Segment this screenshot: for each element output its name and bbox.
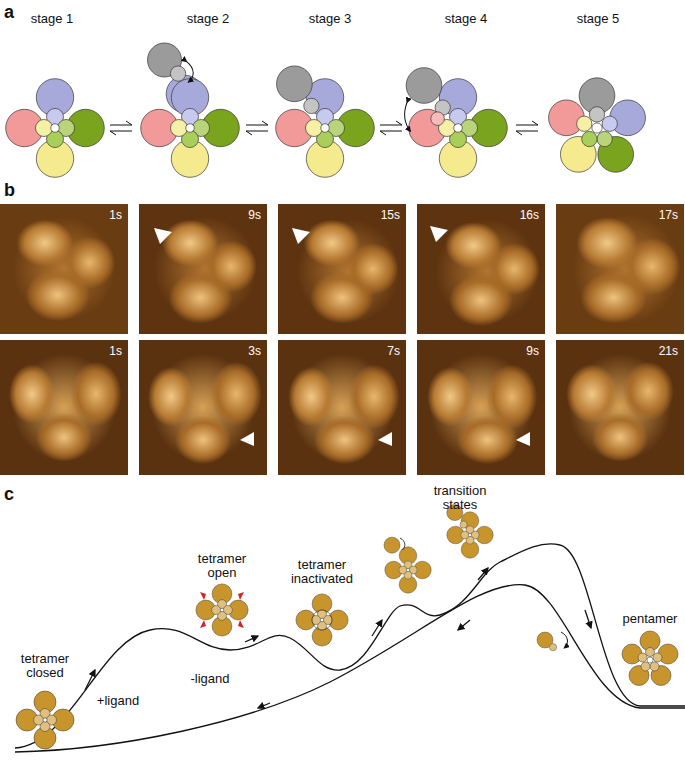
afm-frame: 16s <box>417 204 545 334</box>
red-marks <box>200 592 244 628</box>
annotation-label: tetramer closed <box>10 652 80 680</box>
annotation-label: +ligand <box>88 694 148 708</box>
afm-frame: 15s <box>278 204 406 334</box>
time-stamp: 1s <box>109 344 122 358</box>
annotation-label: stage 2 <box>186 12 230 26</box>
panel-label: c <box>4 484 24 504</box>
afm-frame: 17s <box>556 204 684 334</box>
state-cartoons <box>16 505 678 749</box>
annotation-label: tetramer inactivated <box>282 558 362 586</box>
panel-label: b <box>4 180 24 200</box>
stage-cartoons <box>6 43 646 177</box>
afm-frame: 1s <box>0 340 128 475</box>
annotation-label: stage 3 <box>308 12 352 26</box>
time-stamp: 16s <box>520 208 539 222</box>
panel-label: a <box>4 2 24 22</box>
time-stamp: 1s <box>109 208 122 222</box>
afm-frame: 9s <box>417 340 545 475</box>
annotation-label: transition states <box>420 484 500 512</box>
annotation-label: stage 1 <box>30 12 74 26</box>
annotation-label: -ligand <box>180 672 240 686</box>
time-stamp: 3s <box>248 344 261 358</box>
annotation-label: stage 4 <box>444 12 488 26</box>
afm-frame: 9s <box>139 204 267 334</box>
time-stamp: 9s <box>248 208 261 222</box>
annotation-label: pentamer <box>610 612 685 626</box>
time-stamp: 15s <box>381 208 400 222</box>
time-stamp: 7s <box>387 344 400 358</box>
afm-frame: 1s <box>0 204 128 334</box>
afm-frame: 3s <box>139 340 267 475</box>
time-stamp: 9s <box>526 344 539 358</box>
time-stamp: 21s <box>659 344 678 358</box>
afm-frame: 7s <box>278 340 406 475</box>
annotation-label: stage 5 <box>576 12 620 26</box>
time-stamp: 17s <box>659 208 678 222</box>
annotation-label: tetramer open <box>187 552 257 580</box>
energy-landscape <box>15 544 685 752</box>
afm-frame: 21s <box>556 340 684 475</box>
